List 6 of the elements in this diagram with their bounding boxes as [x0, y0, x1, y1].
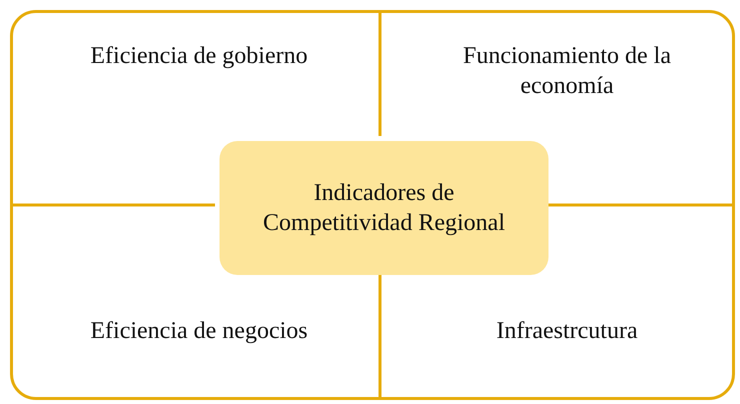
quadrant-text: Eficiencia de negocios [90, 316, 308, 346]
quadrant-frame [10, 10, 735, 400]
quadrant-text: Eficiencia de gobierno [90, 41, 308, 71]
center-box: Indicadores de Competitividad Regional [220, 141, 548, 275]
quadrant-text: Infraestrcutura [496, 316, 638, 346]
quadrant-text: Funcionamiento de la economía [417, 41, 717, 101]
